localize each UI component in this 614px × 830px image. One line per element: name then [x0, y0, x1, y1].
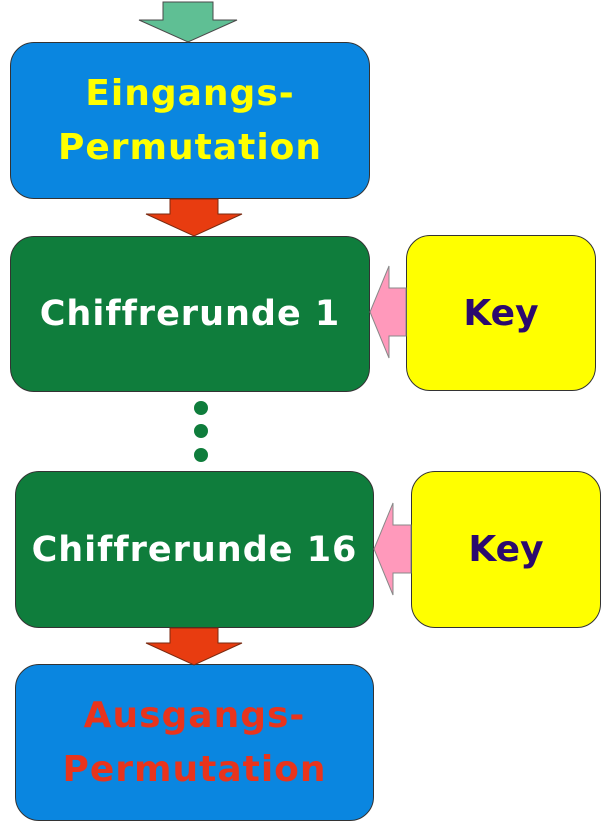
key-arrow-round-1 — [369, 265, 407, 359]
flow-arrow-round-to-output — [145, 627, 243, 666]
cipher-round-16-label: Chiffrerunde 16 — [31, 529, 358, 570]
ellipsis-dot-2 — [194, 424, 208, 438]
ellipsis-dot-3 — [194, 448, 208, 462]
key-1-label: Key — [463, 292, 539, 334]
cipher-round-1-label: Chiffrerunde 1 — [39, 294, 341, 334]
cipher-round-16-box: Chiffrerunde 16 — [15, 471, 374, 628]
key-arrow-round-16 — [373, 502, 412, 596]
ellipsis-dot-1 — [194, 401, 208, 415]
key-16-label: Key — [468, 529, 544, 570]
output-permutation-line1: Ausgangs- — [83, 694, 306, 736]
output-permutation-line2: Permutation — [62, 748, 327, 790]
entry-arrow — [138, 1, 238, 43]
input-permutation-label: Eingangs- Permutation — [58, 67, 322, 175]
output-permutation-box: Ausgangs- Permutation — [15, 664, 374, 821]
cipher-round-1-box: Chiffrerunde 1 — [10, 236, 370, 392]
input-permutation-line1: Eingangs- — [85, 72, 295, 114]
input-permutation-box: Eingangs- Permutation — [10, 42, 370, 199]
flow-arrow-input-to-round — [145, 198, 243, 237]
output-permutation-label: Ausgangs- Permutation — [62, 689, 326, 797]
input-permutation-line2: Permutation — [57, 126, 323, 168]
key-16-box: Key — [411, 471, 601, 628]
